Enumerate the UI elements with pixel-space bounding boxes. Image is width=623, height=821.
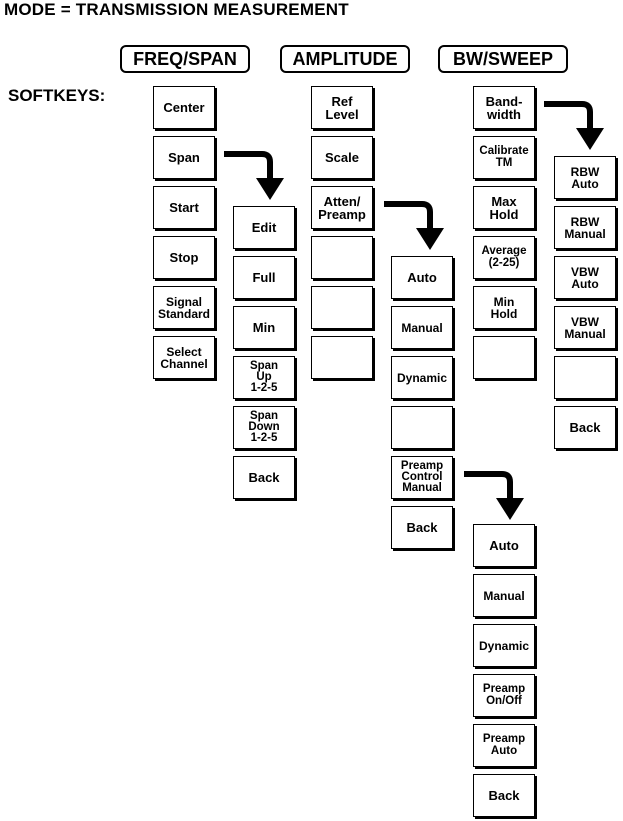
softkey-bandwidth[interactable]: Band- width [473,86,535,129]
softkey-signal-standard[interactable]: Signal Standard [153,286,215,329]
softkey-preamp-auto[interactable]: Preamp Auto [473,724,535,767]
softkey-ref-level[interactable]: Ref Level [311,86,373,129]
softkey-rbw-manual[interactable]: RBW Manual [554,206,616,249]
amplitude-header: AMPLITUDE [280,45,410,73]
softkey-blank[interactable] [311,236,373,279]
softkey-atten-manual[interactable]: Manual [391,306,453,349]
softkey-max-hold[interactable]: Max Hold [473,186,535,229]
submenu-arrow-icon [384,201,444,250]
softkey-stop[interactable]: Stop [153,236,215,279]
softkey-scale[interactable]: Scale [311,136,373,179]
softkey-preamp-auto-mode[interactable]: Auto [473,524,535,567]
softkey-blank[interactable] [473,336,535,379]
softkey-atten-auto[interactable]: Auto [391,256,453,299]
softkey-vbw-manual[interactable]: VBW Manual [554,306,616,349]
softkeys-label: SOFTKEYS: [8,86,106,105]
softkey-span-back[interactable]: Back [233,456,295,499]
submenu-arrow-icon [224,151,284,200]
softkey-blank[interactable] [311,336,373,379]
softkey-atten-dynamic[interactable]: Dynamic [391,356,453,399]
softkey-span[interactable]: Span [153,136,215,179]
softkey-bandwidth-back[interactable]: Back [554,406,616,449]
softkey-blank[interactable] [391,406,453,449]
softkey-preamp-manual[interactable]: Manual [473,574,535,617]
softkey-span-min[interactable]: Min [233,306,295,349]
softkey-preamp-on-off[interactable]: Preamp On/Off [473,674,535,717]
softkey-center[interactable]: Center [153,86,215,129]
softkey-blank[interactable] [554,356,616,399]
softkey-select-channel[interactable]: Select Channel [153,336,215,379]
softkey-min-hold[interactable]: Min Hold [473,286,535,329]
mode-title: MODE = TRANSMISSION MEASUREMENT [4,0,349,19]
softkey-blank[interactable] [311,286,373,329]
freq-span-header: FREQ/SPAN [120,45,250,73]
softkey-preamp-back[interactable]: Back [473,774,535,817]
softkey-span-edit[interactable]: Edit [233,206,295,249]
softkey-calibrate-tm[interactable]: Calibrate TM [473,136,535,179]
softkey-preamp-dynamic[interactable]: Dynamic [473,624,535,667]
softkey-span-down[interactable]: Span Down 1-2-5 [233,406,295,449]
softkey-vbw-auto[interactable]: VBW Auto [554,256,616,299]
submenu-arrow-icon [544,101,604,150]
softkey-rbw-auto[interactable]: RBW Auto [554,156,616,199]
softkey-preamp-control-manual[interactable]: Preamp Control Manual [391,456,453,499]
softkey-atten-preamp[interactable]: Atten/ Preamp [311,186,373,229]
submenu-arrow-icon [464,471,524,520]
softkey-span-up[interactable]: Span Up 1-2-5 [233,356,295,399]
softkey-atten-back[interactable]: Back [391,506,453,549]
bw-sweep-header: BW/SWEEP [438,45,568,73]
softkey-average[interactable]: Average (2-25) [473,236,535,279]
softkey-start[interactable]: Start [153,186,215,229]
softkey-span-full[interactable]: Full [233,256,295,299]
